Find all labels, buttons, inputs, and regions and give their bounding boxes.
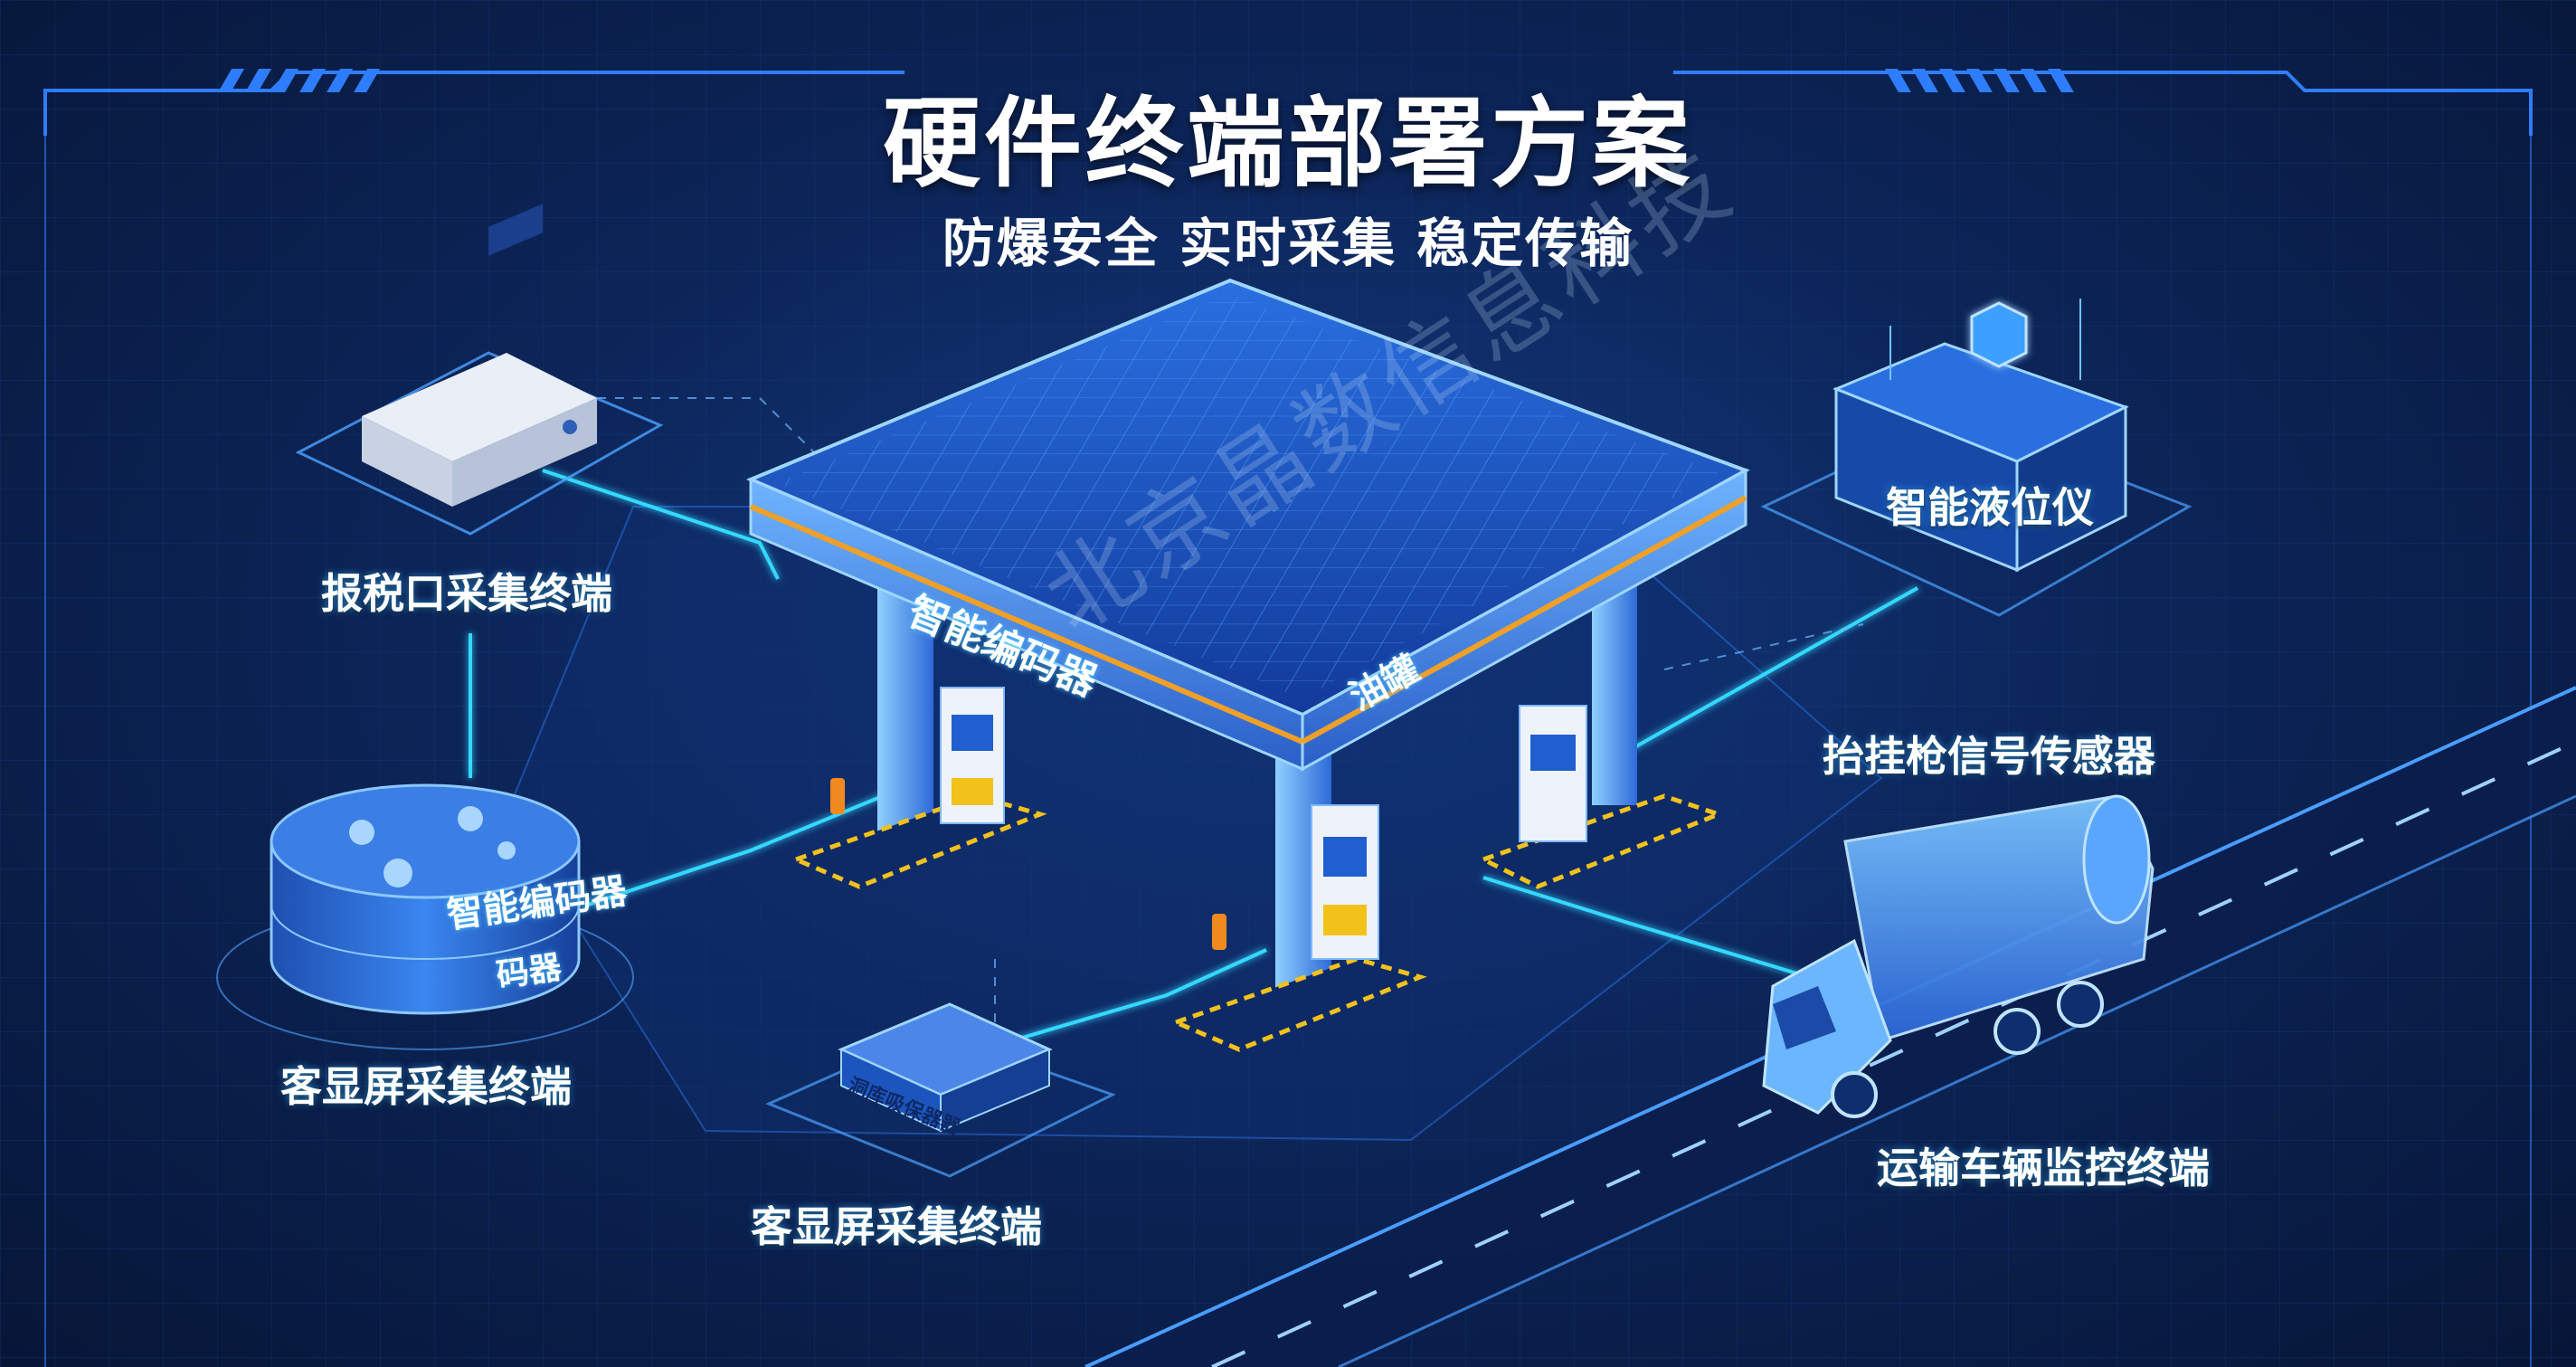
label-vehicle-monitor: 运输车辆监控终端 — [1877, 1144, 2210, 1192]
liquid-level-meter-icon — [1760, 299, 2192, 617]
tax-terminal-device-icon — [295, 204, 664, 536]
label-bottom-display-terminal: 客显屏采集终端 — [751, 1202, 1042, 1251]
label-tank-display-terminal: 客显屏采集终端 — [280, 1062, 572, 1111]
fuel-nozzle-icon — [830, 778, 1226, 950]
label-tax-terminal: 报税口采集终端 — [321, 569, 612, 618]
tanker-truck-icon — [1762, 794, 2155, 1118]
display-collector-box-icon — [765, 1002, 1116, 1178]
dashed-links — [507, 397, 1864, 1040]
tank-text-line2: 码器 — [494, 948, 564, 995]
fuel-dispenser-icon — [790, 687, 1726, 1052]
label-nozzle-sensor: 抬挂枪信号传感器 — [1823, 732, 2155, 781]
connection-lines — [469, 469, 1918, 1042]
gas-station-canopy-icon — [745, 278, 1750, 995]
header-stripes — [218, 69, 2074, 92]
label-liquid-level: 智能液位仪 — [1886, 483, 2094, 532]
page-title: 硬件终端部署方案 — [882, 88, 1693, 201]
storage-tank-icon — [216, 783, 634, 1050]
page-subtitle: 防爆安全 实时采集 稳定传输 — [942, 213, 1634, 274]
